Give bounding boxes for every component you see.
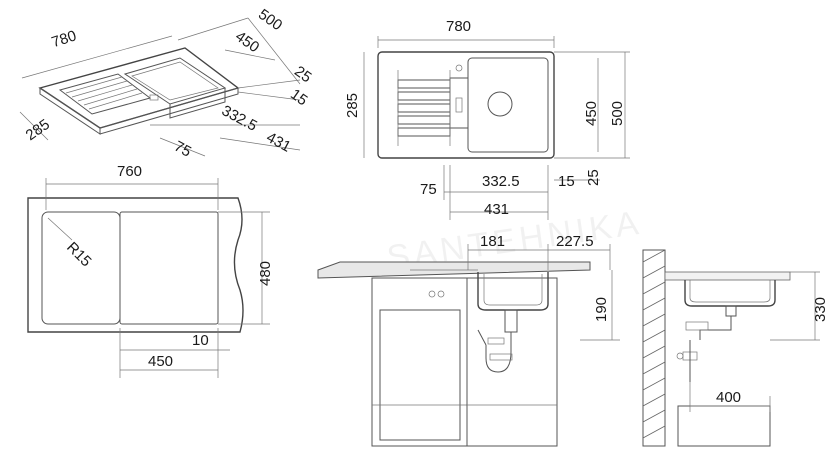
cabinet-left [371, 277, 468, 447]
top-sink-outline [377, 51, 555, 159]
dim-iso-285: 285 [23, 116, 53, 144]
dim-cutout-480: 480 [257, 261, 274, 286]
dim-iso-bowl-450: 450 [232, 28, 262, 56]
front-sink-bowl [410, 269, 549, 311]
dim-front-227-5: 227.5 [556, 233, 594, 250]
top-dimension-labels: 780 285 450 500 75 332.5 15 25 431 [344, 18, 626, 218]
isometric-dimension-labels: 780 500 450 25 15 285 332.5 75 431 [23, 6, 315, 161]
isometric-view: 780 500 450 25 15 285 332.5 75 431 [19, 6, 315, 161]
dim-iso-75: 75 [171, 138, 194, 161]
dim-front-190: 190 [593, 297, 610, 322]
side-sink-bowl [684, 280, 776, 317]
dim-cutout-760: 760 [117, 163, 142, 180]
dim-iso-length-780: 780 [50, 27, 79, 51]
dim-side-400: 400 [716, 389, 741, 406]
front-install-view: 181 227.5 190 [317, 233, 620, 447]
top-dimension-lines [363, 36, 630, 220]
side-dimension-lines [689, 271, 820, 412]
dim-iso-25: 25 [291, 63, 314, 86]
cutout-dimension-labels: 760 480 R15 10 450 [63, 163, 274, 370]
dim-iso-431: 431 [264, 129, 294, 156]
dim-top-depth-285: 285 [344, 93, 361, 118]
dim-top-500: 500 [609, 101, 626, 126]
dim-front-181: 181 [480, 233, 505, 250]
isometric-sink-outline [38, 47, 240, 135]
front-siphon [477, 309, 518, 373]
side-cabinet [677, 405, 771, 447]
wall-hatched [642, 249, 666, 447]
dim-top-length-780: 780 [446, 18, 471, 35]
dim-top-15: 15 [558, 173, 575, 190]
front-dimension-labels: 181 227.5 190 [480, 233, 610, 322]
cabinet-right [466, 277, 558, 447]
cutout-dimension-lines [45, 178, 270, 378]
side-install-view: 330 400 [642, 249, 829, 447]
dim-top-431: 431 [484, 201, 509, 218]
dim-side-330: 330 [812, 297, 829, 322]
side-siphon [676, 316, 732, 382]
dim-top-450: 450 [583, 101, 600, 126]
dim-iso-depth-500: 500 [255, 6, 285, 34]
dim-iso-332-5: 332.5 [219, 102, 260, 135]
cutout-outline [27, 197, 244, 333]
dim-top-332-5: 332.5 [482, 173, 520, 190]
dim-top-25: 25 [585, 169, 602, 186]
dim-iso-15: 15 [287, 86, 310, 109]
dim-top-75: 75 [420, 181, 437, 198]
dim-cutout-450: 450 [148, 353, 173, 370]
dim-cutout-10: 10 [192, 332, 209, 349]
dim-cutout-radius-r15: R15 [63, 239, 94, 270]
side-countertop [664, 271, 791, 281]
front-dimension-lines [467, 244, 620, 341]
isometric-dimension-lines [19, 17, 301, 157]
top-view: 780 285 450 500 75 332.5 15 25 431 [344, 18, 630, 220]
cutout-view: 760 480 R15 10 450 [27, 163, 274, 378]
side-dimension-labels: 330 400 [716, 297, 829, 406]
